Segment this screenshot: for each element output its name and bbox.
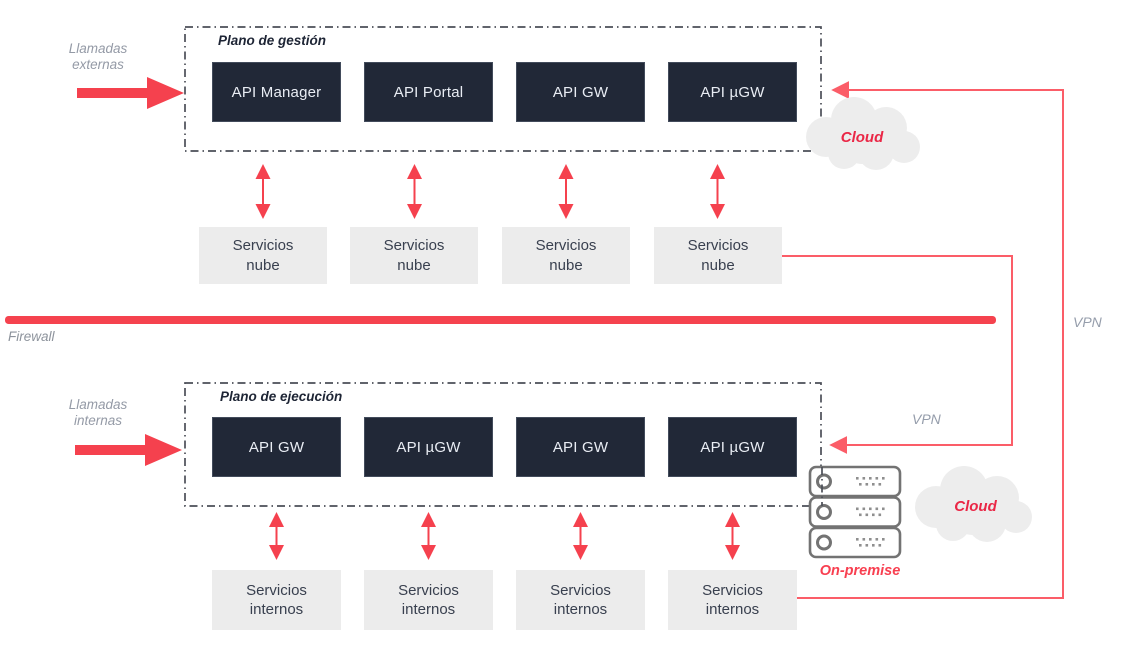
cloud-service-box: Servicios nube: [199, 227, 327, 284]
internal-service-box: Servicios internos: [668, 570, 797, 630]
external-calls-label: Llamadas externas: [68, 41, 128, 73]
execution-plane-border: [184, 382, 822, 507]
execution-plane-title: Plano de ejecución: [220, 389, 343, 404]
management-plane-title: Plano de gestión: [218, 33, 327, 48]
api-box-microgw: API µGW: [364, 417, 493, 477]
internal-service-box: Servicios internos: [212, 570, 341, 630]
api-box-microgw: API µGW: [668, 62, 797, 122]
management-plane-border: [184, 26, 822, 152]
api-box-gw: API GW: [212, 417, 341, 477]
api-box-gw: API GW: [516, 417, 645, 477]
external-calls-arrow-icon: [77, 77, 184, 109]
firewall-line: [5, 316, 996, 324]
cloud-icon: [806, 97, 920, 170]
internal-calls-arrow-icon: [75, 434, 182, 466]
server-stack-icon: [808, 465, 902, 559]
vpn-label-outer: VPN: [1073, 314, 1102, 330]
api-box-portal: API Portal: [364, 62, 493, 122]
vpn-connector-to-execution-plane: [782, 255, 1013, 454]
cloud-service-box: Servicios nube: [502, 227, 630, 284]
cloud-icon: [915, 466, 1032, 542]
api-box-manager: API Manager: [212, 62, 341, 122]
internal-service-box: Servicios internos: [516, 570, 645, 630]
vpn-connector-to-management-plane: [797, 81, 1064, 599]
on-premise-label: On-premise: [819, 563, 901, 579]
vpn-label-inner: VPN: [912, 411, 941, 427]
internal-calls-label: Llamadas internas: [68, 397, 128, 429]
cloud-service-box: Servicios nube: [654, 227, 782, 284]
firewall-label: Firewall: [8, 329, 55, 344]
api-box-microgw: API µGW: [668, 417, 797, 477]
cloud-label-bottom: Cloud: [954, 498, 997, 515]
api-box-gw: API GW: [516, 62, 645, 122]
internal-service-box: Servicios internos: [364, 570, 493, 630]
cloud-service-box: Servicios nube: [350, 227, 478, 284]
cloud-label-top: Cloud: [840, 129, 884, 146]
